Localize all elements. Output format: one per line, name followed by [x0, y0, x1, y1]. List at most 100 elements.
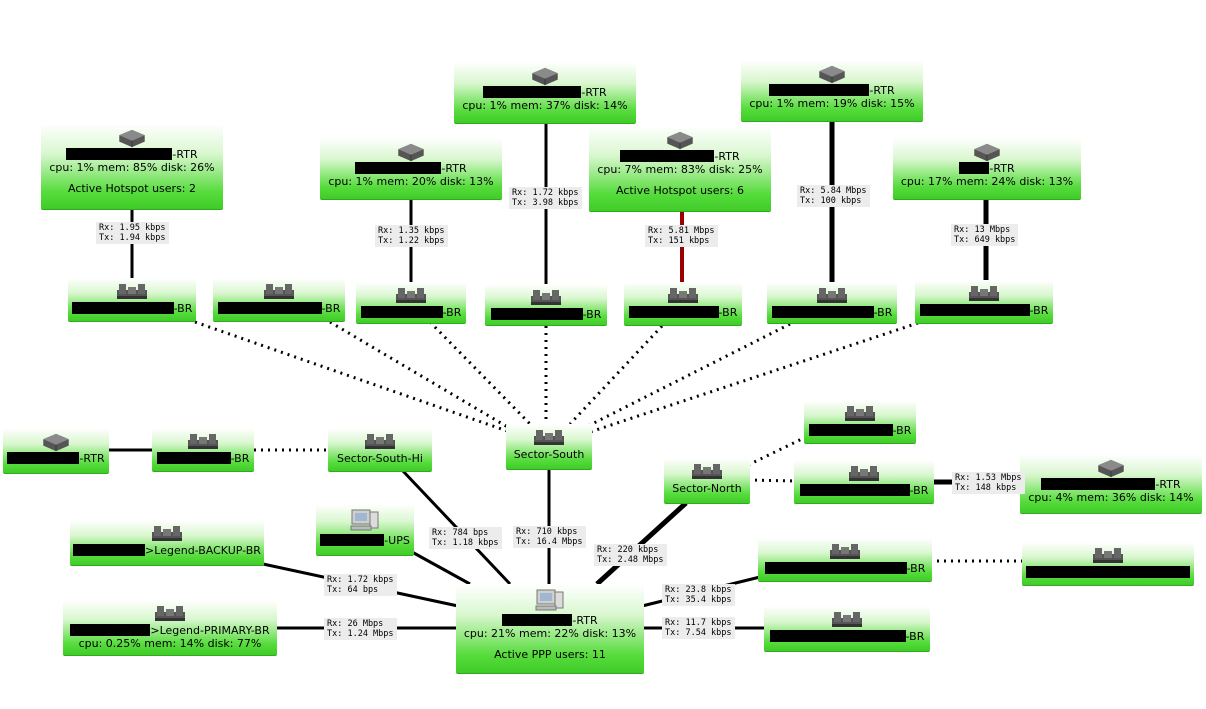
- bridge-node-north-1[interactable]: -BR: [804, 400, 916, 444]
- bridge-node-far-east[interactable]: [1022, 542, 1194, 586]
- bridge-icon: [396, 288, 426, 303]
- rx-value: Rx: 1.72 kbps: [512, 188, 579, 198]
- bridge-node-b3[interactable]: -BR: [356, 282, 466, 324]
- rx-value: Rx: 220 kbps: [597, 545, 659, 555]
- bridge-icon: [188, 434, 218, 449]
- tx-value: Tx: 16.4 Mbps: [516, 537, 583, 547]
- router-icon: [667, 131, 693, 150]
- router-node-r6[interactable]: -RTR cpu: 17% mem: 24% disk: 13%: [893, 138, 1081, 200]
- rx-value: Rx: 1.35 kbps: [378, 226, 445, 236]
- link-b6-ss[interactable]: [583, 322, 791, 430]
- router-icon: [43, 433, 69, 452]
- tx-value: Tx: 148 kbps: [955, 483, 1017, 493]
- bridge-icon: [832, 612, 862, 627]
- bridge-icon: [534, 430, 564, 445]
- link-b7-ss[interactable]: [589, 321, 919, 434]
- bridge-node-b6[interactable]: -BR: [767, 282, 897, 324]
- bridge-icon: [531, 290, 561, 305]
- bridge-node-b5[interactable]: -BR: [624, 282, 742, 326]
- tx-value: Tx: 1.22 kbps: [378, 236, 445, 246]
- tx-value: Tx: 3.98 kbps: [512, 198, 579, 208]
- rx-value: Rx: 1.95 kbps: [99, 223, 166, 233]
- rx-value: Rx: 5.81 Mbps: [648, 226, 715, 236]
- bridge-icon: [845, 406, 875, 421]
- rx-value: Rx: 710 kbps: [516, 527, 578, 537]
- router-icon: [398, 143, 424, 162]
- bridge-icon: [155, 606, 185, 621]
- bridge-icon: [365, 434, 395, 449]
- bridge-node-north-2[interactable]: -BR: [794, 460, 934, 504]
- bridge-node-main-1[interactable]: -BR: [758, 538, 932, 582]
- bridge-node-b7[interactable]: -BR: [915, 280, 1053, 324]
- bridge-icon: [117, 284, 147, 299]
- bridge-node-legend-backup[interactable]: >Legend-BACKUP-BR: [70, 520, 264, 566]
- link-b3-ss[interactable]: [428, 320, 534, 428]
- bridge-node-b2[interactable]: -BR: [213, 278, 345, 322]
- router-icon: [119, 129, 145, 148]
- router-node-west[interactable]: -RTR: [3, 428, 109, 474]
- rx-value: Rx: 23.8 kbps: [665, 585, 732, 595]
- link-ups-mr[interactable]: [411, 550, 471, 586]
- tx-value: Tx: 7.54 kbps: [665, 628, 732, 638]
- ups-node[interactable]: -UPS: [316, 504, 414, 556]
- router-node-r2[interactable]: -RTR cpu: 1% mem: 20% disk: 13%: [320, 138, 502, 200]
- tx-value: Tx: 1.24 Mbps: [327, 629, 394, 639]
- bridge-icon: [817, 288, 847, 303]
- router-node-r1[interactable]: -RTR cpu: 1% mem: 85% disk: 26% Active H…: [41, 124, 223, 210]
- link-b2-ss[interactable]: [329, 320, 517, 434]
- link-b5-ss[interactable]: [568, 324, 664, 426]
- sector-node-south[interactable]: Sector-South: [506, 424, 592, 470]
- link-b1-ss[interactable]: [194, 320, 511, 434]
- bridge-node-west[interactable]: -BR: [152, 428, 254, 472]
- rx-value: Rx: 13 Mbps: [954, 225, 1011, 235]
- tx-value: Tx: 2.48 Mbps: [597, 555, 664, 565]
- bridge-node-legend-primary[interactable]: >Legend-PRIMARY-BR cpu: 0.25% mem: 14% d…: [63, 600, 277, 656]
- router-node-east[interactable]: -RTR cpu: 4% mem: 36% disk: 14%: [1020, 454, 1202, 514]
- bridge-node-main-2[interactable]: -BR: [764, 606, 930, 652]
- bridge-icon: [969, 286, 999, 301]
- bridge-icon: [264, 284, 294, 299]
- router-node-r3[interactable]: -RTR cpu: 1% mem: 37% disk: 14%: [454, 62, 636, 124]
- bridge-icon: [1093, 548, 1123, 563]
- workstation-icon: [535, 589, 564, 611]
- bridge-icon: [849, 466, 879, 481]
- sector-node-north[interactable]: Sector-North: [664, 458, 750, 504]
- bridge-icon: [830, 544, 860, 559]
- bridge-icon: [668, 288, 698, 303]
- router-node-r4[interactable]: -RTR cpu: 7% mem: 83% disk: 25% Active H…: [589, 126, 771, 212]
- rx-value: Rx: 1.72 kbps: [327, 575, 394, 585]
- link-sn-nb2[interactable]: [747, 478, 797, 483]
- bridge-node-b1[interactable]: -BR: [68, 278, 196, 322]
- bridge-node-b4[interactable]: -BR: [485, 284, 607, 326]
- bridge-icon: [152, 526, 182, 541]
- tx-value: Tx: 64 bps: [327, 585, 379, 595]
- workstation-icon: [350, 509, 379, 531]
- router-icon: [974, 143, 1000, 162]
- rx-value: Rx: 1.53 Mbps: [955, 473, 1022, 483]
- sector-node-south-hi[interactable]: Sector-South-Hi: [328, 428, 432, 472]
- rx-value: Rx: 784 bps: [432, 528, 489, 538]
- tx-value: Tx: 1.94 kbps: [99, 233, 166, 243]
- router-node-r5[interactable]: -RTR cpu: 1% mem: 19% disk: 15%: [741, 60, 923, 122]
- rx-value: Rx: 5.84 Mbps: [800, 186, 867, 196]
- tx-value: Tx: 151 kbps: [648, 236, 710, 246]
- link-sn-mr[interactable]: [595, 501, 688, 586]
- tx-value: Tx: 649 kbps: [954, 235, 1016, 245]
- router-node-main[interactable]: -RTR cpu: 21% mem: 22% disk: 13% Active …: [456, 584, 644, 674]
- tx-value: Tx: 1.18 kbps: [432, 538, 499, 548]
- router-icon: [819, 65, 845, 84]
